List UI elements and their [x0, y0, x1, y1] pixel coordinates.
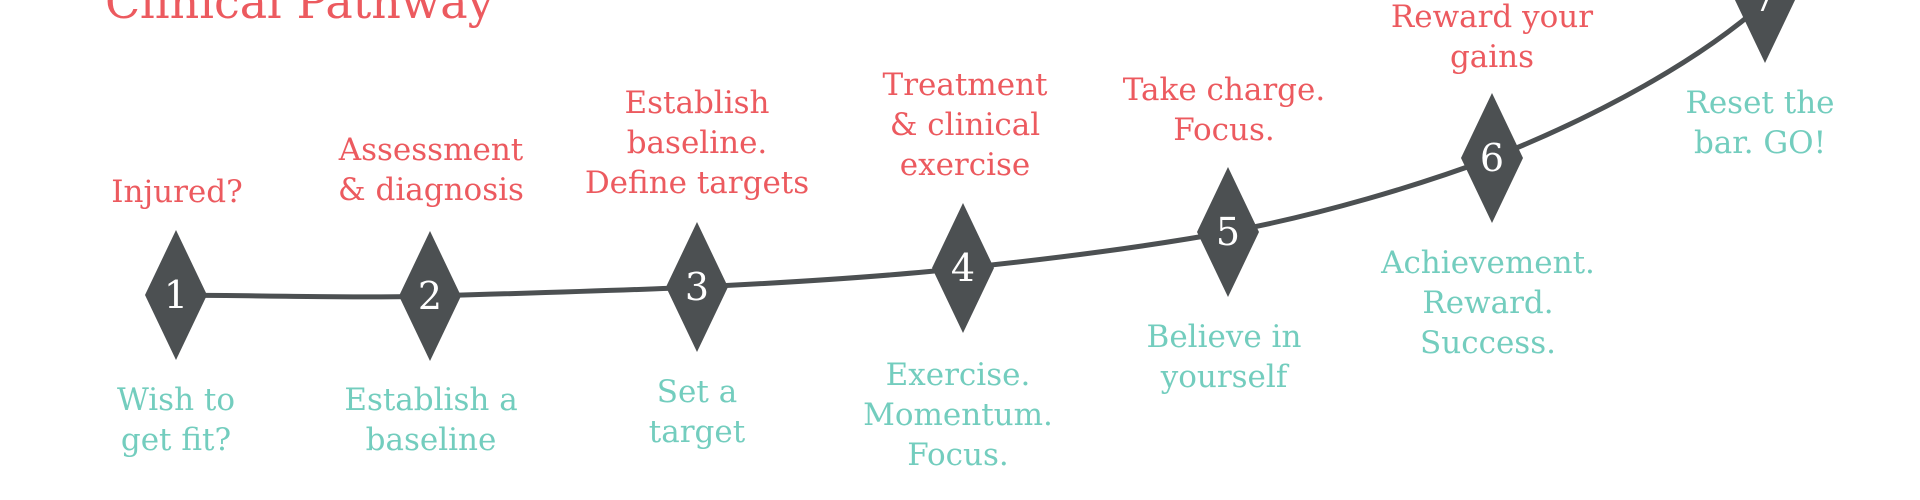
step-2-diamond [399, 231, 461, 361]
step-5-marker: 5 [1197, 167, 1259, 297]
step-5-top-label: Take charge. Focus. [1122, 72, 1326, 148]
step-3-bottom-label: Set a target [648, 374, 746, 450]
step-5-bottom-label: Believe in yourself [1146, 319, 1302, 395]
step-2-marker: 2 [399, 231, 461, 361]
step-4-diamond [932, 203, 994, 333]
step-2-bottom-label: Establish a baseline [344, 382, 518, 458]
step-4-marker: 4 [932, 203, 994, 333]
step-5-diamond [1197, 167, 1259, 297]
step-2-top-label: Assessment & diagnosis [338, 132, 524, 208]
step-7-bottom-label: Reset the bar. GO! [1685, 85, 1835, 161]
step-6-number: 6 [1480, 136, 1504, 180]
step-7-number: 7 [1753, 0, 1777, 20]
diagram-title: Clinical Pathway [105, 0, 494, 29]
step-4-number: 4 [951, 246, 975, 290]
step-3-number: 3 [685, 265, 709, 309]
step-1-top-label: Injured? [111, 174, 243, 210]
step-1-bottom-label: Wish to get fit? [116, 382, 236, 458]
step-6-bottom-label: Achievement. Reward. Success. [1381, 245, 1595, 361]
step-7-diamond [1734, 0, 1796, 63]
step-3-marker: 3 [666, 222, 728, 352]
step-5-number: 5 [1216, 210, 1240, 254]
step-3-diamond [666, 222, 728, 352]
step-1-marker: 1 [145, 230, 207, 360]
step-1-diamond [145, 230, 207, 360]
step-7-marker: 7 [1734, 0, 1796, 63]
step-3-top-label: Establish baseline. Define targets [584, 85, 810, 201]
step-6-top-label: Reward your gains [1390, 0, 1594, 75]
step-1-number: 1 [164, 273, 188, 317]
step-6-marker: 6 [1461, 93, 1523, 223]
step-6-diamond [1461, 93, 1523, 223]
step-2-number: 2 [418, 274, 442, 318]
step-4-bottom-label: Exercise. Momentum. Focus. [863, 357, 1053, 473]
step-4-top-label: Treatment & clinical exercise [882, 67, 1048, 183]
